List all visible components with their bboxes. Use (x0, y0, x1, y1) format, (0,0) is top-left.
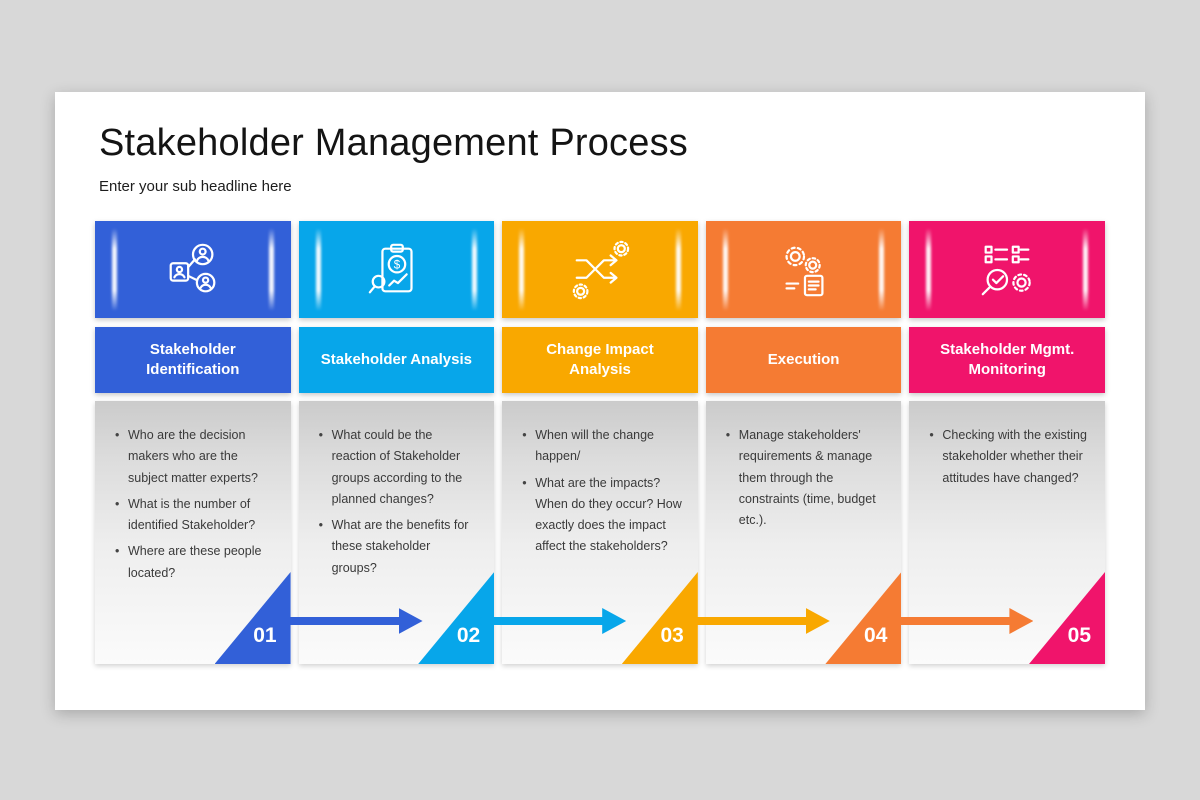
shine-highlight (926, 228, 932, 311)
bullet-list: Manage stakeholders' requirements & mana… (724, 425, 886, 531)
bullet-item: Manage stakeholders' requirements & mana… (724, 425, 886, 531)
shine-highlight (722, 228, 728, 311)
process-step-4: Execution Manage stakeholders' requireme… (705, 221, 1034, 664)
step-card: Manage stakeholders' requirements & mana… (705, 401, 1034, 664)
step-card: What could be the reaction of Stakeholde… (298, 401, 627, 664)
page-subtitle: Enter your sub headline here (99, 178, 292, 195)
bullet-item: What are the benefits for these stakehol… (317, 515, 479, 579)
step-title: Stakeholder Identification (95, 327, 291, 393)
change-impact-arrows-icon (572, 240, 630, 299)
process-step-1: Stakeholder Identification Who are the d… (95, 221, 423, 664)
step-number: 03 (660, 624, 684, 647)
step-number: 02 (456, 624, 481, 647)
shine-highlight (472, 228, 478, 311)
step-number: 04 (864, 624, 888, 647)
step-number-triangle (1029, 572, 1105, 664)
step-card: Who are the decision makers who are the … (95, 401, 423, 664)
icon-box (95, 221, 291, 318)
process-grid: Stakeholder Identification Who are the d… (95, 221, 1105, 664)
shine-highlight (268, 228, 274, 311)
stakeholder-network-icon (169, 243, 216, 292)
process-step-5: Stakeholder Mgmt. Monitoring Checking wi… (909, 221, 1105, 664)
analysis-clipboard-icon: $ (369, 243, 414, 293)
bullet-item: When will the change happen/ (520, 425, 682, 468)
shine-highlight (519, 228, 525, 311)
slide: Stakeholder Management Process Enter you… (55, 92, 1145, 710)
bullet-list: When will the change happen/ What are th… (520, 425, 682, 558)
svg-text:$: $ (394, 258, 401, 271)
step-title: Stakeholder Mgmt. Monitoring (909, 327, 1105, 393)
step-title: Stakeholder Analysis (298, 327, 495, 393)
shine-highlight (879, 228, 885, 311)
step-number: 01 (253, 624, 277, 647)
step-number-triangle (418, 572, 495, 664)
shine-highlight (315, 228, 321, 311)
step-number-triangle (214, 572, 291, 664)
step-card: Checking with the existing stakeholder w… (909, 401, 1105, 664)
icon-box: $ (298, 221, 495, 318)
bullet-item: Where are these people located? (113, 541, 275, 584)
process-step-2: $ Stakeholder Analysis What could be the… (298, 221, 627, 664)
shine-highlight (675, 228, 681, 311)
process-step-3: Change Impact Analysis When will the cha… (502, 221, 830, 664)
bullet-list: Checking with the existing stakeholder w… (927, 425, 1089, 489)
bullet-list: What could be the reaction of Stakeholde… (317, 425, 479, 579)
step-number-triangle (825, 572, 902, 664)
bullet-item: Checking with the existing stakeholder w… (927, 425, 1089, 489)
shine-highlight (112, 228, 117, 311)
step-title: Execution (705, 327, 902, 393)
step-title: Change Impact Analysis (502, 327, 698, 393)
icon-box (705, 221, 902, 318)
step-number: 05 (1067, 624, 1091, 647)
icon-box (909, 221, 1105, 318)
bullet-item: Who are the decision makers who are the … (113, 425, 275, 489)
page-title: Stakeholder Management Process (99, 122, 688, 164)
step-number-triangle (621, 572, 698, 664)
step-card: When will the change happen/ What are th… (502, 401, 830, 664)
shine-highlight (1083, 228, 1088, 311)
bullet-item: What is the number of identified Stakeho… (113, 494, 275, 537)
bullet-list: Who are the decision makers who are the … (113, 425, 275, 584)
monitoring-search-icon (981, 245, 1031, 295)
execution-gears-icon (785, 246, 824, 296)
bullet-item: What could be the reaction of Stakeholde… (317, 425, 479, 510)
bullet-item: What are the impacts? When do they occur… (520, 473, 682, 558)
icon-box (502, 221, 698, 318)
